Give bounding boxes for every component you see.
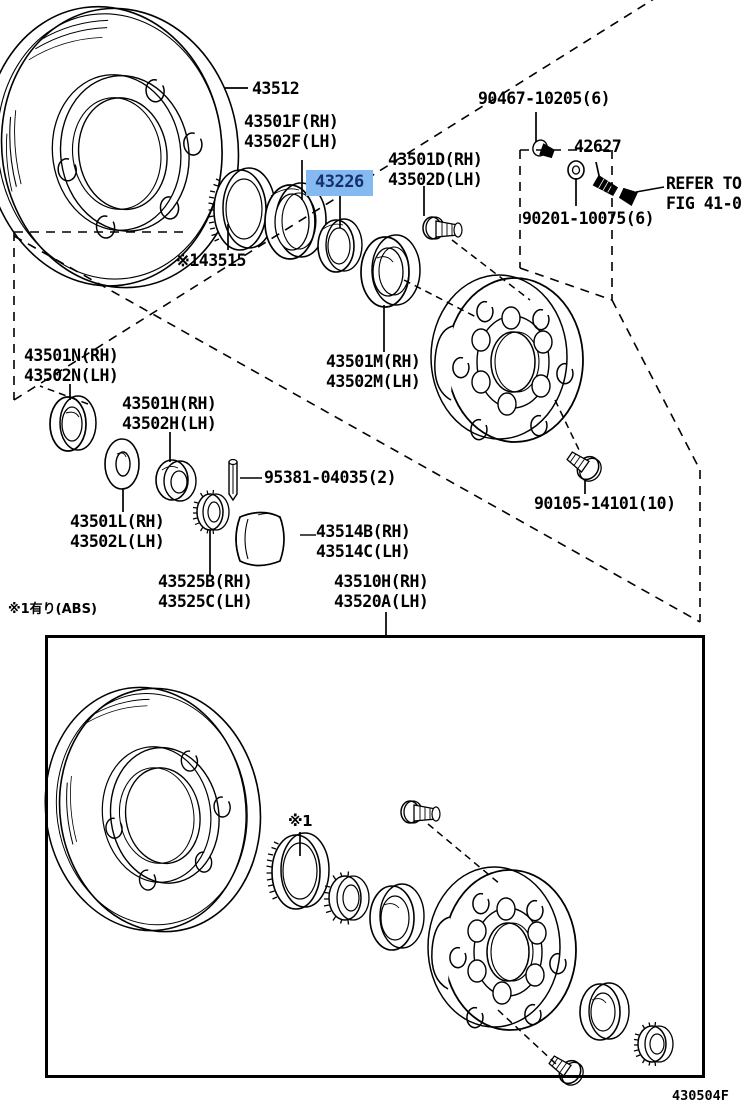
label-hub-bolt-90105: 90105-14101(10) bbox=[534, 494, 676, 513]
footnote-abs: ※1有り(ABS) bbox=[8, 602, 97, 617]
label-hub-rh: 43510H(RH) bbox=[334, 572, 429, 591]
label-lock-washer-lh: 43525C(LH) bbox=[158, 592, 253, 611]
label-plug-42627: 42627 bbox=[574, 137, 622, 156]
reference-note-line2: FIG 41-0 bbox=[666, 194, 742, 213]
label-outer-bearing-lh: 43502N(LH) bbox=[24, 366, 119, 385]
label-bolt-90201: 90201-10075(6) bbox=[522, 209, 655, 228]
label-cotter-pin: 95381-04035(2) bbox=[264, 468, 397, 487]
label-washer-lh: 43502L(LH) bbox=[70, 532, 165, 551]
label-grease-cap-rh: 43514B(RH) bbox=[316, 522, 411, 541]
label-lock-washer-rh: 43525B(RH) bbox=[158, 572, 253, 591]
label-rotor: 43512 bbox=[252, 79, 300, 98]
label-inner-bearing-rh: 43501M(RH) bbox=[326, 352, 421, 371]
label-bolt-90467: 90467-10205(6) bbox=[478, 89, 611, 108]
label-stud-bolt-lh: 43502D(LH) bbox=[388, 170, 483, 189]
label-washer-rh: 43501L(RH) bbox=[70, 512, 165, 531]
label-grease-cap-lh: 43514C(LH) bbox=[316, 542, 411, 561]
label-oil-seal-rh: 43501F(RH) bbox=[244, 112, 339, 131]
label-highlighted-part-43226[interactable]: 43226 bbox=[306, 170, 373, 196]
label-hub-lh: 43520A(LH) bbox=[334, 592, 429, 611]
label-inner-bearing-lh: 43502M(LH) bbox=[326, 372, 421, 391]
lower-box-mark-asterisk1: ※1 bbox=[288, 812, 313, 830]
reference-note-line1: REFER TO bbox=[666, 174, 742, 193]
figure-code: 430504F bbox=[672, 1088, 729, 1104]
label-lock-nut-rh: 43501H(RH) bbox=[122, 394, 217, 413]
label-stud-bolt-rh: 43501D(RH) bbox=[388, 150, 483, 169]
label-outer-bearing-rh: 43501N(RH) bbox=[24, 346, 119, 365]
label-lock-nut-lh: 43502H(LH) bbox=[122, 414, 217, 433]
label-abs-sensor-ring: ※143515 bbox=[176, 251, 246, 270]
lower-detail-box bbox=[45, 635, 705, 1078]
label-oil-seal-lh: 43502F(LH) bbox=[244, 132, 339, 151]
